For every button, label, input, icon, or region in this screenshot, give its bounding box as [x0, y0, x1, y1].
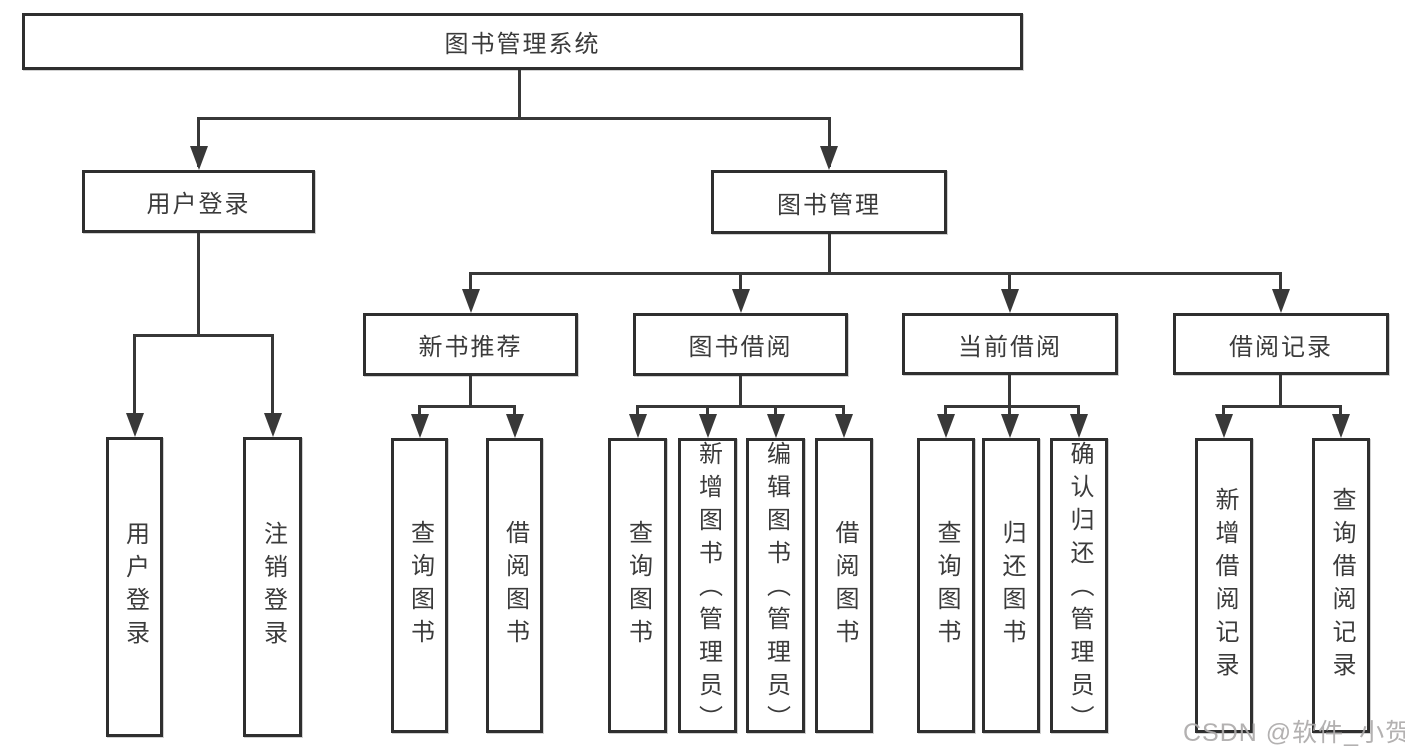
node-library-management-system: 图书管理系统 — [22, 13, 1023, 70]
arrowhead-leaf-query-1 — [411, 414, 429, 438]
leaf-query-books-newrec-label: 查询图书 — [406, 519, 434, 652]
leaf-borrow-books-borrowing: 借阅图书 — [815, 438, 873, 733]
node-book-management: 图书管理 — [711, 170, 947, 234]
arrowhead-leaf-query-3 — [937, 414, 955, 438]
connector-book-borrowing-bar — [636, 405, 845, 408]
arrowhead-leaf-edit-book — [767, 414, 785, 438]
leaf-query-books-borrowing: 查询图书 — [608, 438, 667, 733]
connector-new-book-stem — [469, 376, 472, 407]
connector-user-login-stem — [197, 233, 200, 336]
connector-to-book-borrowing — [739, 272, 742, 302]
connector-to-borrowing-records — [1279, 272, 1282, 302]
connector-borrowing-records-stem — [1279, 375, 1282, 407]
arrowhead-leaf-borrow-1 — [506, 414, 524, 438]
leaf-query-books-current: 查询图书 — [917, 438, 975, 733]
leaf-query-borrow-record-label: 查询借阅记录 — [1328, 486, 1355, 685]
arrowhead-leaf-borrow-2 — [835, 414, 853, 438]
leaf-confirm-return-admin: 确认归还（管理员） — [1050, 438, 1108, 738]
connector-to-leaf-logout — [271, 334, 274, 420]
leaf-query-borrow-record: 查询借阅记录 — [1312, 438, 1370, 733]
leaf-borrow-books-newrec-label: 借阅图书 — [501, 519, 529, 652]
leaf-add-books-admin: 新增图书（管理员） — [678, 438, 737, 738]
arrowhead-borrowing-records — [1272, 289, 1290, 313]
csdn-watermark: CSDN @软件_小贺同学 — [1183, 719, 1405, 747]
leaf-borrow-books-newrec: 借阅图书 — [486, 438, 543, 733]
arrowhead-leaf-add-book — [699, 414, 717, 438]
leaf-query-books-borrowing-label: 查询图书 — [624, 519, 652, 652]
leaf-add-borrow-record-label: 新增借阅记录 — [1211, 486, 1238, 685]
arrowhead-leaf-query-2 — [629, 414, 647, 438]
leaf-user-login-label: 用户登录 — [121, 521, 149, 653]
leaf-return-books-label: 归还图书 — [998, 519, 1025, 652]
arrowhead-leaf-add-record — [1215, 414, 1233, 438]
connector-root-stem — [518, 70, 521, 119]
leaf-edit-books-admin: 编辑图书（管理员） — [746, 438, 805, 738]
node-current-borrowing: 当前借阅 — [902, 313, 1118, 375]
connector-level3-bar — [469, 272, 1282, 275]
arrowhead-leaf-logout — [264, 413, 282, 437]
connector-to-current-borrowing — [1008, 272, 1011, 302]
connector-book-borrowing-stem — [739, 376, 742, 407]
arrowhead-leaf-return — [1001, 414, 1019, 438]
connector-current-borrowing-bar — [944, 405, 1080, 408]
leaf-edit-books-admin-label: 编辑图书（管理员） — [762, 441, 790, 738]
leaf-logout: 注销登录 — [243, 437, 302, 737]
arrowhead-book-borrowing — [732, 289, 750, 313]
leaf-add-books-admin-label: 新增图书（管理员） — [694, 441, 722, 738]
arrowhead-leaf-login — [126, 413, 144, 437]
leaf-confirm-return-admin-label: 确认归还（管理员） — [1066, 441, 1093, 738]
node-book-borrowing: 图书借阅 — [633, 313, 848, 376]
connector-book-management-stem — [828, 234, 831, 274]
connector-to-new-book — [469, 272, 472, 302]
connector-new-book-bar — [418, 405, 516, 408]
connector-to-book-management — [828, 117, 831, 167]
leaf-query-books-current-label: 查询图书 — [933, 519, 960, 652]
arrowhead-new-book — [462, 289, 480, 313]
connector-to-leaf-login — [133, 334, 136, 420]
leaf-user-login: 用户登录 — [106, 437, 163, 737]
arrowhead-user-login — [190, 146, 208, 170]
node-user-login: 用户登录 — [82, 170, 315, 233]
node-borrowing-records: 借阅记录 — [1173, 313, 1389, 375]
leaf-return-books: 归还图书 — [982, 438, 1040, 733]
connector-borrowing-records-bar — [1222, 405, 1342, 408]
connector-level2-bar — [197, 117, 831, 120]
node-new-book-recommendation: 新书推荐 — [363, 313, 578, 376]
connector-to-user-login — [197, 117, 200, 167]
arrowhead-leaf-confirm-return — [1070, 414, 1088, 438]
leaf-query-books-newrec: 查询图书 — [391, 438, 448, 733]
arrowhead-leaf-query-record — [1332, 414, 1350, 438]
connector-current-borrowing-stem — [1008, 375, 1011, 407]
connector-user-login-bar — [133, 334, 274, 337]
leaf-borrow-books-borrowing-label: 借阅图书 — [831, 519, 858, 652]
arrowhead-current-borrowing — [1001, 289, 1019, 313]
arrowhead-book-management — [820, 146, 838, 170]
leaf-add-borrow-record: 新增借阅记录 — [1195, 438, 1253, 733]
leaf-logout-label: 注销登录 — [259, 521, 287, 653]
